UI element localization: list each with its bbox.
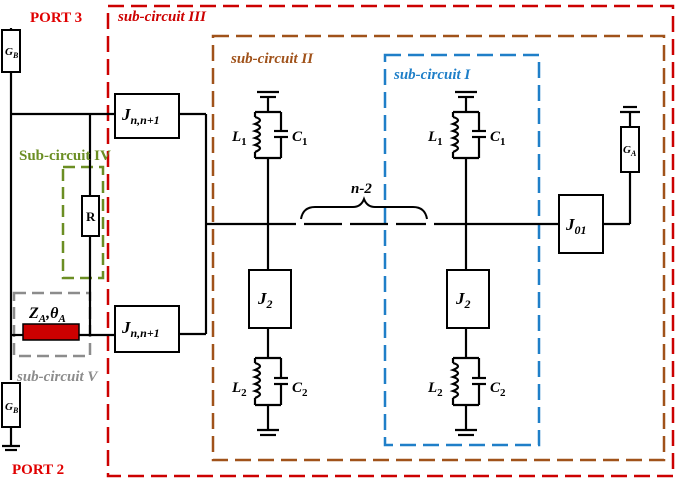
resonator-right-top [449, 90, 486, 270]
ga-label: GA [623, 144, 637, 158]
port2-label: PORT 2 [12, 462, 64, 478]
resonator-right-bottom [449, 328, 486, 437]
l2-left-label: L2 [231, 380, 247, 399]
l1-left-label: L1 [231, 129, 247, 148]
j01-label: J01 [565, 215, 587, 237]
sub-circuit-4-label: Sub-circuit IV [19, 148, 111, 164]
gb-bottom-label: GB [5, 401, 19, 415]
sub-circuit-2-label: sub-circuit II [230, 51, 314, 67]
jn-top-box [114, 93, 180, 139]
resistor-label: R [86, 209, 96, 224]
resonator-left-bottom [251, 328, 288, 437]
resonator-left-top [251, 90, 288, 270]
n-2-brace [300, 196, 428, 220]
j2-left-label: J2 [257, 289, 273, 311]
l2-right-label: L2 [427, 380, 443, 399]
sub-circuit-5-label: sub-circuit V [16, 369, 99, 385]
ground-port2 [2, 444, 20, 452]
j01-box [558, 194, 604, 254]
c1-right-label: C1 [490, 129, 506, 148]
gb-top-label: GB [5, 46, 19, 60]
sub-circuit-3-box [106, 4, 675, 478]
ground-ga [620, 105, 640, 114]
j2-right-label: J2 [455, 289, 471, 311]
jn-bottom-label: Jn,n+1 [121, 318, 160, 340]
jn-bottom-box [114, 305, 180, 353]
j2-left-box [248, 269, 292, 329]
l1-right-label: L1 [427, 129, 443, 148]
sub-circuit-3-label: sub-circuit III [117, 9, 207, 25]
jn-top-label: Jn,n+1 [121, 105, 160, 127]
c1-left-label: C1 [292, 129, 308, 148]
n-2-label: n-2 [351, 181, 372, 197]
c2-left-label: C2 [292, 380, 308, 399]
port3-label: PORT 3 [30, 10, 82, 26]
j2-right-box [446, 269, 490, 329]
sub-circuit-5-box [12, 291, 92, 358]
sub-circuit-1-box [383, 53, 541, 447]
sub-circuit-4-box [61, 165, 105, 280]
sub-circuit-1-label: sub-circuit I [393, 67, 471, 83]
c2-right-label: C2 [490, 380, 506, 399]
transmission-line [22, 323, 80, 341]
transmission-line-label: ZA,θA [28, 305, 66, 325]
